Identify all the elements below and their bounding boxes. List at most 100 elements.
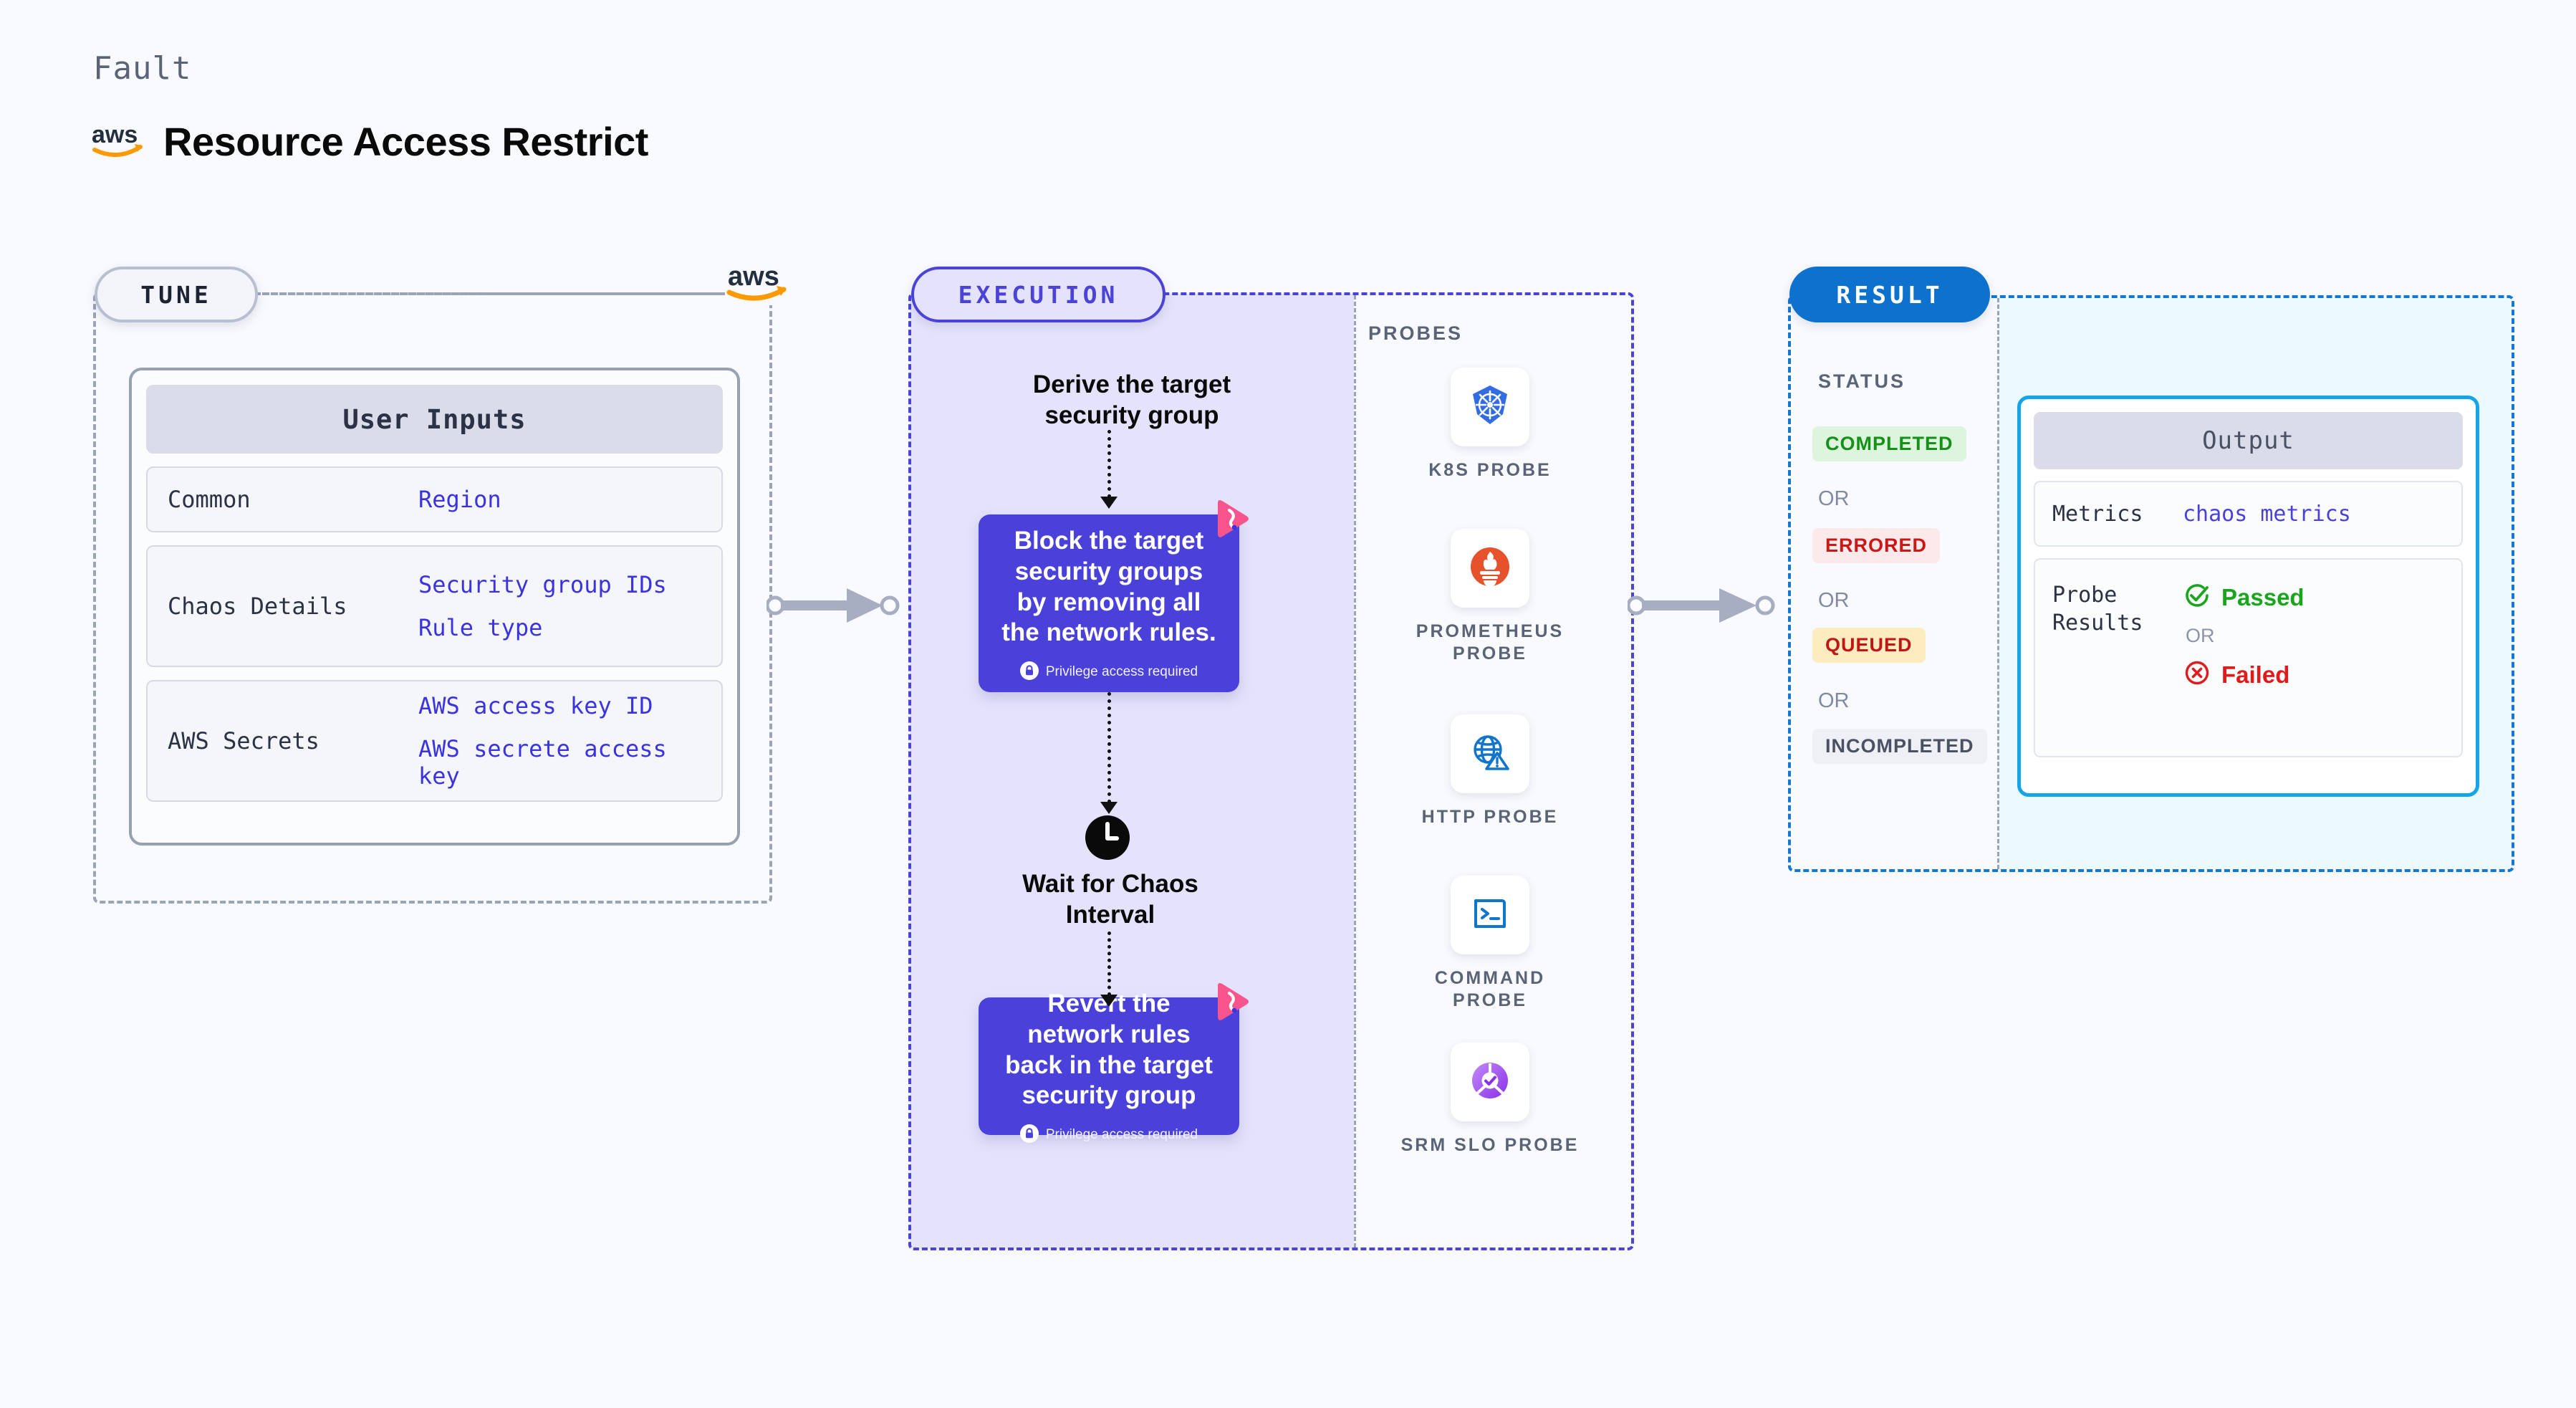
result-pill[interactable]: RESULT	[1789, 267, 1990, 322]
output-metrics-value[interactable]: chaos metrics	[2183, 501, 2351, 527]
execution-pill-label: EXECUTION	[958, 280, 1119, 309]
probe-http[interactable]: HTTP PROBE	[1397, 714, 1583, 828]
probe-result-or: OR	[2186, 625, 2215, 646]
input-value[interactable]: Security group IDs	[418, 571, 667, 598]
check-circle-icon	[2183, 581, 2211, 613]
execution-step-block[interactable]: Block the target security groups by remo…	[979, 500, 1249, 692]
privilege-note: Privilege access required	[1019, 661, 1198, 684]
output-row-label: Metrics	[2052, 501, 2143, 527]
output-card: Output Metrics chaos metrics Probe Resul…	[2017, 396, 2479, 797]
x-circle-icon	[2183, 658, 2211, 691]
flow-arrowhead	[1100, 995, 1118, 1007]
flow-arrowhead	[1100, 802, 1118, 814]
probe-label: HTTP PROBE	[1421, 807, 1559, 827]
lock-icon	[1019, 661, 1039, 684]
status-badge-queued: QUEUED	[1812, 628, 1926, 663]
litmus-logo-icon	[1212, 983, 1252, 1024]
page-header: aws Resource Access Restrict	[92, 118, 648, 165]
output-row-label: Probe Results	[2052, 583, 2143, 636]
privilege-note: Privilege access required	[1019, 1124, 1198, 1146]
input-value[interactable]: AWS secrete access key	[418, 735, 667, 790]
execution-step-wait: Wait for Chaos Interval	[1022, 870, 1198, 929]
status-or: OR	[1818, 589, 1850, 612]
terminal-icon	[1467, 891, 1513, 940]
tune-panel-top-dash	[255, 292, 728, 295]
input-row-values: Security group IDs Rule type	[418, 571, 667, 641]
tune-pill-label: TUNE	[140, 280, 212, 309]
status-section-label: STATUS	[1818, 370, 1905, 392]
status-or: OR	[1818, 689, 1850, 712]
flow-line	[1107, 430, 1111, 498]
probe-result-passed: Passed	[2183, 581, 2305, 613]
probe-label: PROMETHEUS PROBE	[1416, 621, 1565, 664]
status-or: OR	[1818, 487, 1850, 510]
input-value[interactable]: Region	[418, 486, 501, 513]
execution-panel	[908, 292, 1634, 1250]
execution-step-revert[interactable]: Revert the network rules back in the tar…	[979, 983, 1249, 1143]
litmus-logo-icon	[1212, 500, 1252, 541]
flow-arrowhead	[1100, 497, 1118, 509]
probe-label: COMMAND PROBE	[1434, 968, 1546, 1011]
probe-tile	[1451, 714, 1529, 793]
probe-result-passed-label: Passed	[2221, 583, 2305, 610]
probe-tile	[1451, 368, 1529, 446]
aws-logo-icon: aws	[92, 121, 143, 162]
result-divider	[1997, 298, 1999, 869]
input-value[interactable]: Rule type	[418, 614, 543, 641]
prometheus-icon	[1467, 544, 1513, 593]
output-row-probe-results: Probe Results Passed OR	[2034, 558, 2463, 757]
probe-label: SRM SLO PROBE	[1400, 1135, 1580, 1155]
privilege-note-label: Privilege access required	[1045, 1127, 1198, 1143]
execution-pill[interactable]: EXECUTION	[911, 267, 1166, 322]
input-value[interactable]: AWS access key ID	[418, 692, 653, 719]
execution-step-derive: Derive the target security group	[1032, 370, 1231, 430]
probe-prometheus[interactable]: PROMETHEUS PROBE	[1397, 529, 1583, 666]
user-inputs-title: User Inputs	[146, 385, 723, 454]
lock-icon	[1019, 1124, 1039, 1146]
probe-tile	[1451, 529, 1529, 608]
output-card-title: Output	[2034, 412, 2463, 469]
svg-text:aws: aws	[92, 121, 138, 148]
probe-tile	[1451, 1043, 1529, 1121]
svg-text:aws: aws	[728, 262, 779, 292]
status-badge-incompleted: INCOMPLETED	[1812, 729, 1987, 764]
probes-section-label: PROBES	[1368, 322, 1464, 344]
tune-pill[interactable]: TUNE	[95, 267, 258, 322]
probe-command[interactable]: COMMAND PROBE	[1397, 876, 1583, 1012]
connector-tune-to-execution	[765, 584, 917, 631]
input-row-label: Common	[168, 486, 251, 513]
user-inputs-card: User Inputs Common Region Chaos Details …	[129, 368, 740, 846]
input-row-aws-secrets: AWS Secrets AWS access key ID AWS secret…	[146, 680, 723, 802]
probe-result-failed: Failed	[2183, 658, 2305, 691]
probes-divider	[1354, 295, 1356, 1247]
input-row-label: AWS Secrets	[168, 727, 319, 755]
privilege-note-label: Privilege access required	[1045, 664, 1198, 680]
probe-result-values: Passed OR Failed	[2167, 581, 2305, 691]
probe-k8s[interactable]: K8S PROBE	[1397, 368, 1583, 482]
result-panel	[1788, 295, 2514, 872]
execution-step-revert-label: Revert the network rules back in the tar…	[1005, 990, 1213, 1110]
input-row-common: Common Region	[146, 466, 723, 532]
http-globe-warning-icon	[1467, 729, 1513, 779]
status-badge-errored: ERRORED	[1812, 528, 1941, 563]
input-row-values: AWS access key ID AWS secrete access key	[418, 692, 701, 790]
probe-result-failed-label: Failed	[2221, 661, 2290, 688]
flow-line	[1107, 692, 1111, 803]
input-row-label: Chaos Details	[168, 593, 347, 620]
tune-aws-logo-icon: aws	[725, 261, 789, 309]
connector-execution-to-result	[1626, 584, 1799, 631]
input-row-chaos-details: Chaos Details Security group IDs Rule ty…	[146, 545, 723, 667]
execution-step-block-label: Block the target security groups by remo…	[1001, 527, 1216, 647]
srm-slo-icon	[1467, 1058, 1513, 1107]
clock-icon	[1083, 813, 1132, 866]
result-pill-label: RESULT	[1836, 280, 1943, 309]
status-badge-completed: COMPLETED	[1812, 426, 1966, 461]
page-title: Resource Access Restrict	[163, 119, 648, 164]
probe-srm-slo[interactable]: SRM SLO PROBE	[1397, 1043, 1583, 1156]
probe-label: K8S PROBE	[1428, 460, 1552, 480]
flow-line	[1107, 932, 1111, 996]
page-eyebrow: Fault	[93, 50, 192, 87]
input-row-values: Region	[418, 486, 501, 513]
kubernetes-icon	[1467, 383, 1513, 432]
